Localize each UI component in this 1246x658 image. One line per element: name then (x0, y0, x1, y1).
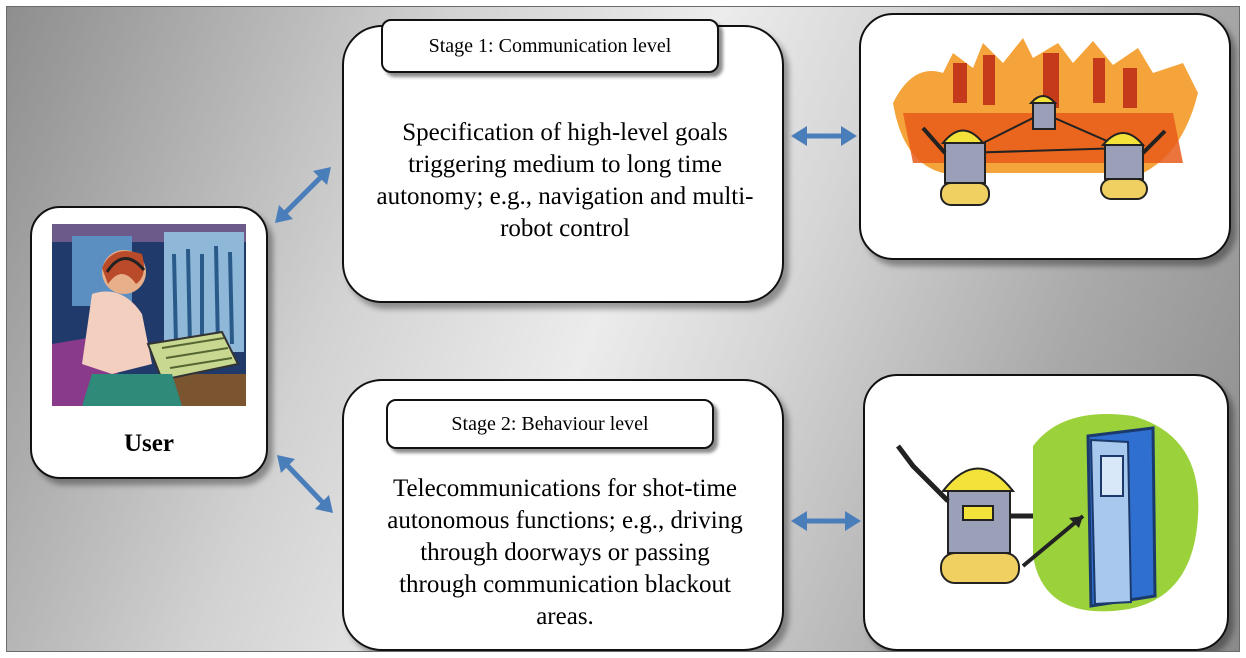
robot-right (1100, 129, 1167, 200)
arrow-user-to-stage1 (275, 167, 331, 223)
arrow-user-to-stage2 (277, 455, 333, 513)
user-label: User (124, 430, 174, 457)
stage2-image-card (863, 374, 1229, 651)
stage1-image-card (859, 13, 1231, 260)
robot-left (921, 126, 990, 206)
multi-robot-network-icon (893, 38, 1198, 206)
robot-doorway-icon (896, 414, 1199, 612)
stage2-description: Telecommunications for shot-time autonom… (387, 475, 743, 630)
stage1-title: Stage 1: Communication level (381, 19, 719, 73)
stage1-description: Specification of high-level goals trigge… (376, 119, 754, 242)
stage2-title: Stage 2: Behaviour level (386, 399, 714, 449)
robot-center (1028, 95, 1058, 130)
diagram-frame: User Specification of high-level goals t… (6, 6, 1240, 652)
arrow-stage1-to-image (791, 126, 857, 146)
operator-at-console-icon (52, 224, 246, 406)
arrow-stage2-to-image (791, 511, 861, 531)
user-card: User (30, 206, 268, 479)
